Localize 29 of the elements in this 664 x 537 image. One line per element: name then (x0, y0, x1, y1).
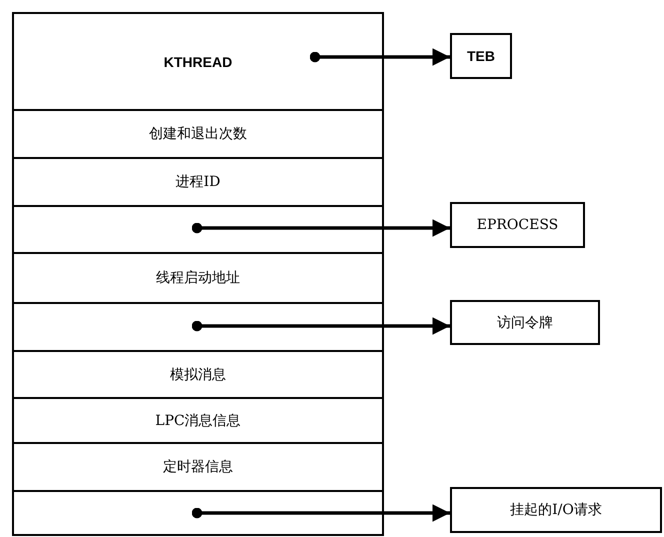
target-box (450, 487, 662, 533)
field-row (12, 12, 384, 111)
field-label: TEB (467, 48, 495, 64)
field-label: EPROCESS (476, 217, 558, 233)
field-label: 定时器信息 (163, 458, 233, 476)
arrow (310, 48, 450, 66)
field-label: 挂起的I/O请求 (510, 501, 602, 519)
target-box (450, 202, 585, 248)
field-label: 进程ID (176, 173, 220, 191)
field-row (12, 205, 384, 254)
field-label: 创建和退出次数 (149, 125, 247, 143)
target-box (450, 33, 512, 79)
field-row (12, 397, 384, 444)
field-label: KTHREAD (164, 54, 232, 70)
field-row (12, 350, 384, 399)
field-label: 模拟消息 (170, 366, 226, 384)
arrow (192, 504, 450, 522)
target-box (450, 300, 600, 345)
field-row (12, 302, 384, 352)
field-row (12, 157, 384, 207)
arrow (192, 219, 450, 237)
field-row (12, 252, 384, 304)
field-row (12, 442, 384, 492)
arrow (192, 317, 450, 335)
field-label: 访问令牌 (497, 314, 553, 332)
field-label: LPC消息信息 (155, 412, 241, 430)
field-label: 线程启动地址 (156, 269, 240, 287)
field-row (12, 109, 384, 159)
field-row (12, 490, 384, 536)
